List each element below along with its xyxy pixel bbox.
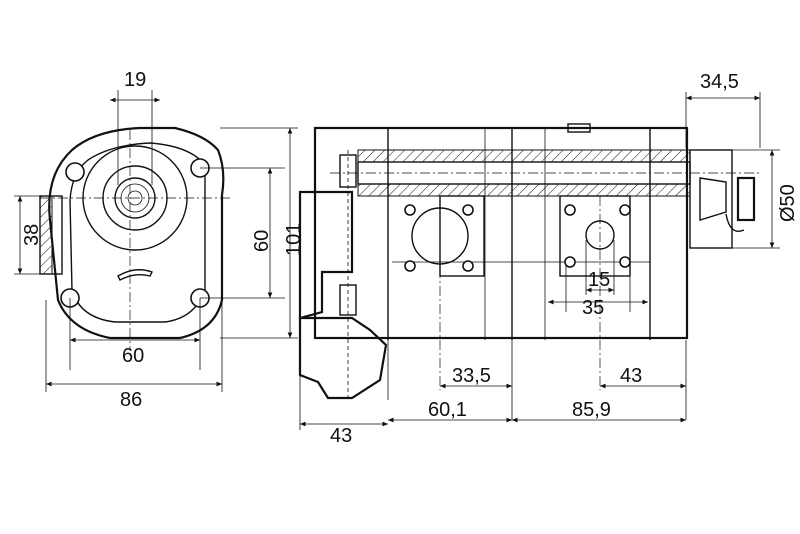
dim-front-bolt-spacing-vertical: 60 [251,230,273,252]
side-shaft-extension [689,149,733,249]
side-port-left-hole-1 [404,204,416,216]
dim-side-port-bore: 15 [588,269,610,291]
dim-side-body-left: 60,1 [428,399,467,421]
dim-front-shaft-width: 19 [124,69,146,91]
side-port-right-hole-4 [619,256,631,268]
dim-side-mount-width: 43 [330,425,352,447]
side-port-right-flange [559,195,631,277]
side-body-outline [313,126,689,340]
side-mount-flange [298,190,354,320]
side-port-right-hole-3 [564,256,576,268]
side-port-right-hole-2 [619,204,631,216]
side-port-left-hole-3 [404,260,416,272]
side-port-right-hole-1 [564,204,576,216]
dim-front-port-height: 38 [21,224,43,246]
front-shaft-core [127,190,143,206]
dim-front-overall-width: 86 [120,389,142,411]
dim-side-shaft-length: 34,5 [700,71,739,93]
dim-front-overall-height: 101 [283,223,305,256]
front-drain-slot [117,269,153,281]
side-shaft-section-bottom [357,183,691,197]
side-port-left-hole-4 [462,260,474,272]
side-shaft-washer [725,213,745,232]
dim-side-port-offset-left: 33,5 [452,365,491,387]
side-mount-lower [298,316,388,400]
dim-front-bolt-spacing-horizontal: 60 [122,345,144,367]
front-bolt-hole-top-left [65,162,85,182]
side-shaft-nut [736,176,756,222]
dim-side-body-right: 85,9 [572,399,611,421]
dim-side-port-flange: 35 [582,297,604,319]
side-view: 34,5 Ø50 15 35 33,5 43 60,1 85,9 43 [298,71,799,447]
side-shaft-taper [699,177,727,221]
side-top-nub [567,123,591,133]
front-body-inner [69,142,206,323]
side-shaft-section-top [357,149,691,163]
front-view: 19 38 60 101 60 86 [14,69,305,411]
front-left-port-hatch [39,195,53,275]
side-port-left-flange [439,195,485,277]
side-port-left-hole-2 [462,204,474,216]
dim-side-shaft-diameter: Ø50 [777,184,799,222]
dim-side-port-offset-right: 43 [620,365,642,387]
